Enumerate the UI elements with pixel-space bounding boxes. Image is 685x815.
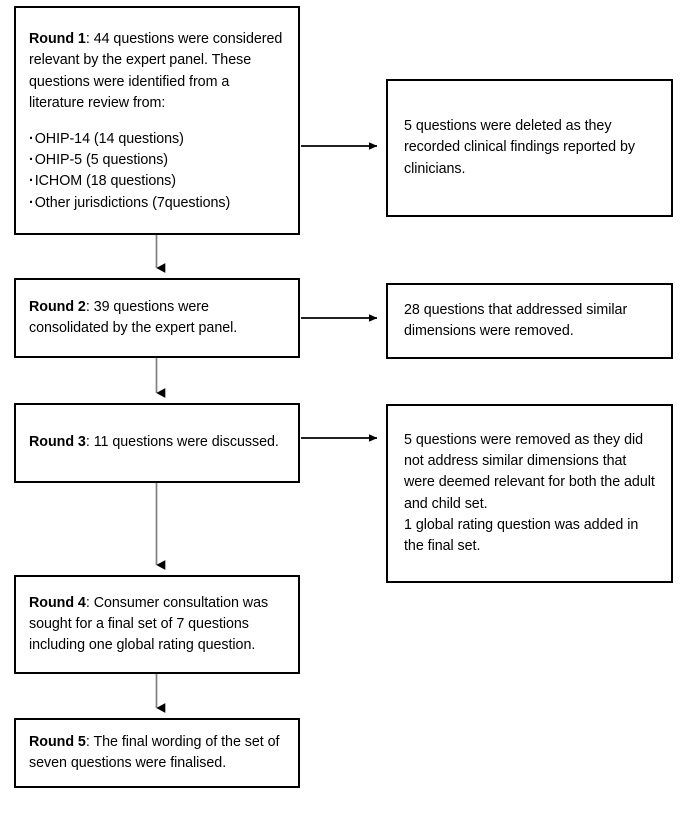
node-round1-label: Round 1: [29, 31, 86, 48]
list-item: OHIP-14 (14 questions): [29, 129, 285, 150]
node-round4-body: Round 4: Consumer consultation was sough…: [16, 593, 298, 657]
node-round1-source-list: OHIP-14 (14 questions) OHIP-5 (5 questio…: [29, 129, 285, 214]
node-exclusion2: 28 questions that addressed similar dime…: [386, 283, 673, 359]
node-round3-separator: :: [85, 434, 94, 451]
node-round3-text: Round 3: 11 questions were discussed.: [29, 432, 285, 453]
node-round2-separator: :: [85, 298, 94, 315]
node-round5-separator: :: [85, 733, 94, 750]
node-round5-text: Round 5: The final wording of the set of…: [29, 732, 285, 774]
node-round4-separator: :: [85, 594, 94, 611]
node-exclusion3-text-primary: 5 questions were removed as they did not…: [404, 431, 655, 512]
node-round3-label: Round 3: [29, 434, 86, 451]
node-round5-body: Round 5: The final wording of the set of…: [16, 732, 298, 774]
node-exclusion3-text-secondary: 1 global rating question was added in th…: [404, 516, 639, 554]
node-round2-label: Round 2: [29, 298, 86, 315]
node-round1-spacer: [29, 114, 285, 129]
node-round4-description: Consumer consultation was sought for a f…: [29, 594, 269, 654]
node-round3-description: 11 questions were discussed.: [93, 434, 279, 451]
node-round1-separator: :: [85, 31, 94, 48]
node-exclusion1: 5 questions were deleted as they recorde…: [386, 79, 673, 217]
node-round2: Round 2: 39 questions were consolidated …: [14, 278, 300, 358]
node-exclusion2-text: 28 questions that addressed similar dime…: [404, 301, 628, 339]
list-item: OHIP-5 (5 questions): [29, 150, 285, 171]
node-round4-text: Round 4: Consumer consultation was sough…: [29, 593, 285, 657]
node-round2-description: 39 questions were consolidated by the ex…: [29, 298, 238, 336]
node-exclusion2-body: 28 questions that addressed similar dime…: [388, 300, 671, 342]
node-round5-label: Round 5: [29, 733, 86, 750]
node-round4: Round 4: Consumer consultation was sough…: [14, 575, 300, 674]
node-round4-label: Round 4: [29, 594, 86, 611]
node-round1: Round 1: 44 questions were considered re…: [14, 6, 300, 235]
node-round1-body: Round 1: 44 questions were considered re…: [16, 27, 298, 214]
list-item: ICHOM (18 questions): [29, 171, 285, 192]
node-exclusion1-body: 5 questions were deleted as they recorde…: [388, 116, 671, 180]
list-item: Other jurisdictions (7questions): [29, 193, 285, 214]
node-exclusion3-body: 5 questions were removed as they did not…: [388, 430, 671, 557]
node-round2-body: Round 2: 39 questions were consolidated …: [16, 297, 298, 339]
node-round5-description: The final wording of the set of seven qu…: [29, 733, 280, 771]
node-exclusion3: 5 questions were removed as they did not…: [386, 404, 673, 583]
node-round3-body: Round 3: 11 questions were discussed.: [16, 432, 298, 453]
node-round2-text: Round 2: 39 questions were consolidated …: [29, 297, 285, 339]
node-round5: Round 5: The final wording of the set of…: [14, 718, 300, 788]
node-round3: Round 3: 11 questions were discussed.: [14, 403, 300, 483]
node-round1-description: 44 questions were considered relevant by…: [29, 31, 283, 111]
node-round1-text: Round 1: 44 questions were considered re…: [29, 29, 285, 114]
node-exclusion1-text: 5 questions were deleted as they recorde…: [404, 118, 635, 177]
